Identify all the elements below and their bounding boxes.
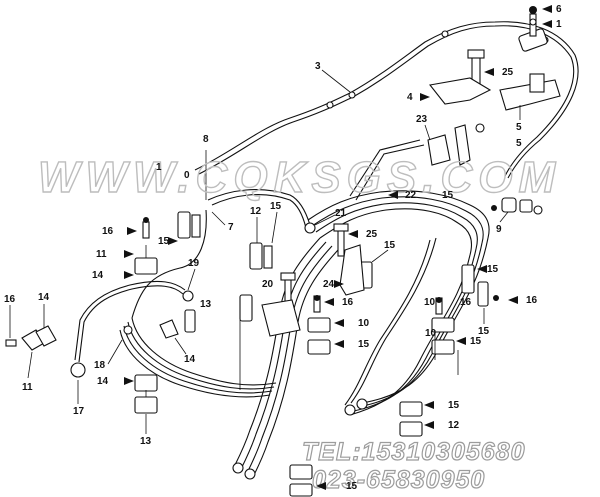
fuel-lines-left — [70, 209, 277, 398]
callout-label: 4 — [407, 92, 413, 103]
bracket-4-assembly — [428, 49, 492, 105]
callout-label: 12 — [250, 206, 262, 217]
callout-label: 16 — [4, 294, 16, 305]
callout-label: 14 — [38, 292, 50, 303]
callout-label: 25 — [502, 67, 514, 78]
callout-label: 11 — [96, 249, 107, 260]
bracket-23-assembly — [427, 123, 485, 166]
callout-label: 16 — [102, 226, 114, 237]
callout-label: 13 — [140, 436, 152, 447]
callout-label: 15 — [158, 236, 170, 247]
callout-label: 14 — [92, 270, 104, 281]
callout-label: 8 — [203, 134, 209, 145]
callout-label: 19 — [188, 258, 200, 269]
callout-label: 14 — [97, 376, 109, 387]
callout-label: 10 — [425, 328, 437, 339]
bolts — [5, 217, 499, 347]
callout-label: 15 — [470, 336, 482, 347]
contact-tel: TEL:15310305680 — [302, 438, 525, 466]
top-clamp-assembly — [518, 6, 548, 52]
callout-label: 1 — [556, 19, 562, 30]
callout-label: 15 — [478, 326, 490, 337]
callout-label: 20 — [262, 279, 274, 290]
callout-label: 15 — [346, 481, 358, 492]
callout-label: 17 — [73, 406, 85, 417]
leader-lines — [145, 150, 459, 397]
bracket-20 — [261, 299, 301, 337]
callout-label: 12 — [448, 420, 460, 431]
contact-phone: 023-65830950 — [312, 466, 485, 494]
callout-label: 13 — [200, 299, 212, 310]
callout-label: 15 — [448, 400, 460, 411]
callout-label: 14 — [184, 354, 196, 365]
callout-label: 22 — [405, 190, 417, 201]
callout-label: 6 — [556, 4, 562, 15]
callout-label: 1 — [156, 162, 162, 173]
callout-label: 15 — [270, 201, 282, 212]
callout-label: 11 — [22, 382, 33, 393]
callout-label: 15 — [384, 240, 396, 251]
callout-label: 5 — [516, 122, 522, 133]
callout-label: 25 — [366, 229, 378, 240]
callout-label: 16 — [460, 297, 472, 308]
fuel-line-21 — [207, 189, 316, 234]
callout-label: 21 — [335, 208, 347, 219]
callout-label: 16 — [526, 295, 538, 306]
callout-label: 15 — [487, 264, 499, 275]
callout-labels: 6 1 3 25 4 5 23 5 8 1 0 7 22 15 9 12 15 … — [4, 4, 562, 492]
callout-label: 10 — [358, 318, 370, 329]
callout-label: 7 — [228, 222, 234, 233]
callout-label: 10 — [424, 297, 436, 308]
callout-label: 15 — [358, 339, 370, 350]
watermark-text: WWW.CQKSGS.COM — [38, 153, 561, 202]
callout-label: 16 — [342, 297, 354, 308]
callout-label: 23 — [416, 114, 428, 125]
bracket-24 — [339, 244, 365, 296]
callout-label: 9 — [496, 224, 502, 235]
callout-label: 24 — [323, 279, 335, 290]
callout-label: 15 — [442, 190, 454, 201]
callout-label: 5 — [516, 138, 522, 149]
bracket-5-assembly — [499, 73, 561, 111]
fuel-line-bundle-22 — [307, 139, 490, 256]
callout-label: 0 — [184, 170, 190, 181]
clip-9-assembly — [491, 197, 543, 215]
fuel-lines-lower-center — [232, 237, 339, 480]
callout-label: 3 — [315, 61, 321, 72]
callout-label: 18 — [94, 360, 106, 371]
